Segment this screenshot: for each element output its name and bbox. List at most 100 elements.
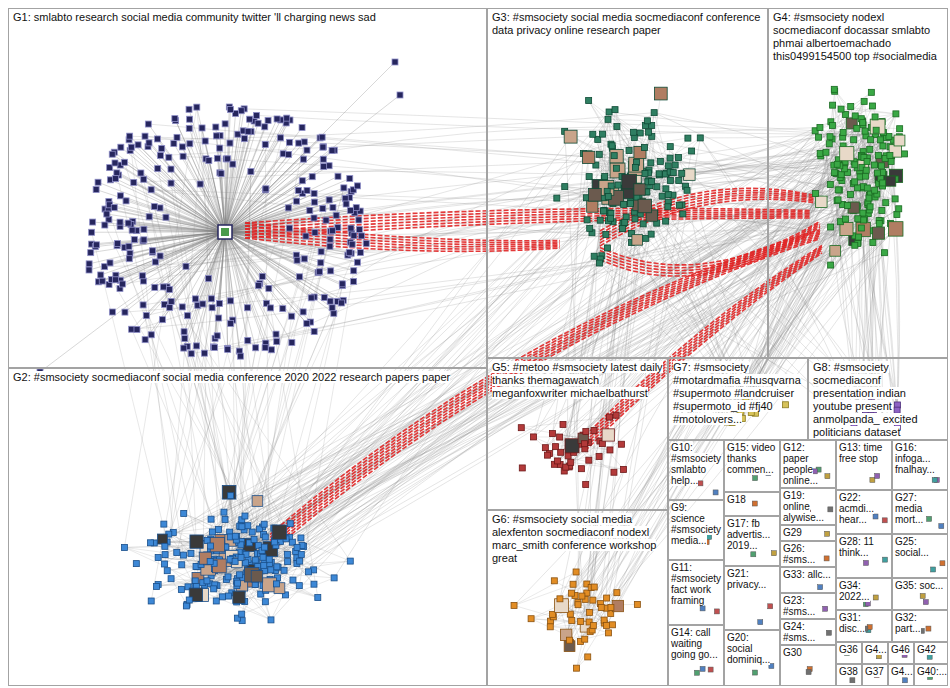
vertex [213,124,219,130]
vertex [185,313,191,319]
vertex [172,116,178,122]
vertex [329,147,335,153]
edge-line [299,271,353,586]
edge-line [177,118,287,552]
edge-line [833,105,896,114]
edge-line [225,232,314,297]
edge-line [892,156,900,410]
vertex [112,160,118,166]
vertex [151,204,157,210]
vertex [201,350,207,356]
vertex [265,117,271,123]
vertex [117,219,123,225]
vertex [152,284,158,290]
vertex [311,191,317,197]
edge-layer [40,62,900,668]
vertex [206,276,212,282]
vertex [312,230,318,236]
vertex [109,151,115,157]
vertex [392,59,398,65]
red-edge [600,227,820,276]
vertex [304,320,310,326]
vertex [194,343,200,349]
edge-line [152,190,839,252]
vertex [280,306,286,312]
vertex [140,302,146,308]
vertex [353,205,359,211]
vertex [245,337,251,343]
edge-line [891,161,899,405]
vertex [143,313,149,319]
vertex [93,187,99,193]
vertex [341,185,347,191]
vertex [180,153,186,159]
vertex [126,243,132,249]
vertex [168,166,174,172]
edge-line [170,232,225,308]
edge-line [105,220,601,266]
vertex [166,154,172,160]
vertex [286,225,292,231]
vertex [171,141,177,147]
edge-line [589,101,635,212]
vertex [301,256,307,262]
vertex [230,161,236,167]
vertex [640,221,646,227]
vertex [148,332,154,338]
red-edge [270,233,820,541]
vertex [343,201,349,207]
vertex [262,345,268,351]
edge-line [143,305,183,555]
edge-line [242,578,334,614]
vertex [179,144,185,150]
edge-line [240,172,848,526]
edge-line [148,124,857,188]
vertex [181,329,187,335]
vertex [168,180,174,186]
vertex [157,152,163,158]
vertex [216,315,222,321]
vertex [354,183,360,189]
edge-line [269,123,862,560]
vertex [183,263,189,269]
vertex [218,171,224,177]
edge-line [167,128,202,571]
edge-line [225,127,302,232]
edge-line [202,128,219,566]
vertex [211,344,217,350]
edge-line [640,152,687,190]
vertex [141,226,147,232]
vertex [667,155,673,161]
vertex [323,217,329,223]
vertex [339,281,345,287]
vertex [227,298,233,304]
edge-line [816,101,865,193]
edge-line [191,354,262,551]
vertex [255,283,261,289]
edge-line [225,142,289,232]
edge-line [190,119,225,232]
vertex [107,260,113,266]
vertex [363,241,369,247]
vertex [194,104,200,110]
vertex [181,345,187,351]
vertex [127,133,133,139]
red-edge [245,235,560,249]
edge-line [124,162,229,492]
edge-line [242,590,271,620]
vertex [259,273,265,279]
edge-line [163,287,299,561]
red-edge [600,199,815,246]
edge-line [211,206,855,519]
vertex [318,249,324,255]
vertex [296,140,302,146]
edge-line [589,157,645,206]
vertex [102,222,108,228]
vertex [274,339,280,345]
vertex [320,205,326,211]
edge-line [574,185,831,453]
vertex [397,92,403,98]
vertex [262,124,268,130]
edge-line [183,141,899,556]
edge-line [271,216,652,620]
